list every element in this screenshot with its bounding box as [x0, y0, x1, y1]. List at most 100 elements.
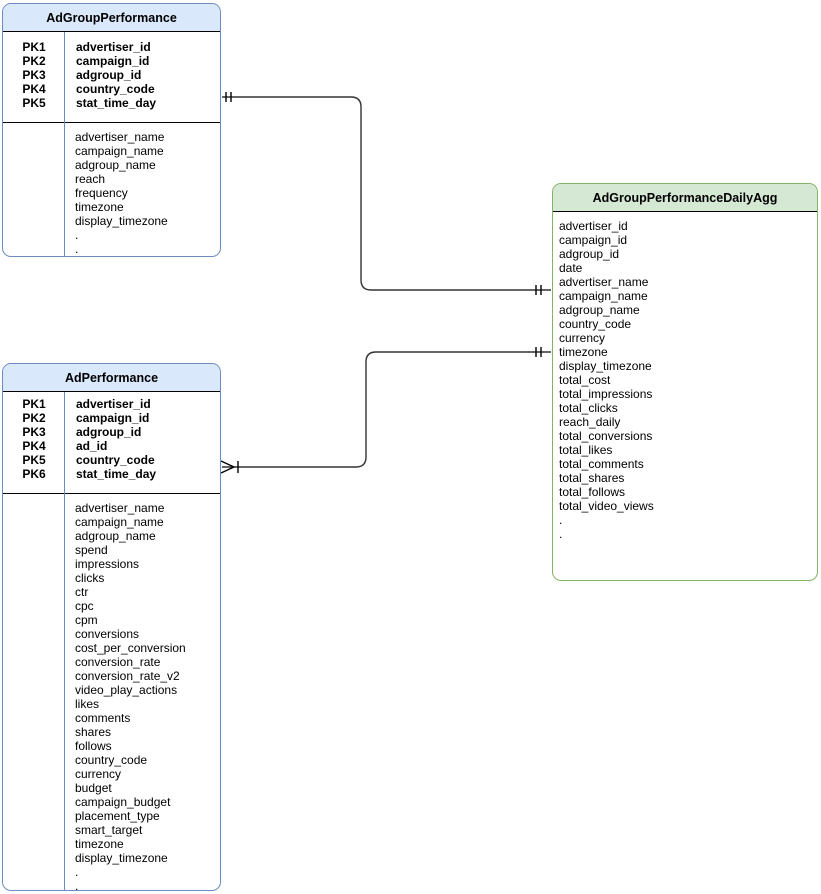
attribute-name: advertiser_name	[559, 275, 649, 289]
attribute-row: conversion_rate	[3, 655, 220, 669]
attribute-row: comments	[3, 711, 220, 725]
attribute-row: .	[3, 879, 220, 890]
primary-key-row: PK4 country_code	[3, 82, 220, 96]
attribute-row: campaign_budget	[3, 795, 220, 809]
relationship-line[interactable]	[222, 96, 551, 291]
attribute-row: display_timezone	[3, 851, 220, 865]
attribute-name: adgroup_name	[75, 158, 156, 172]
primary-key-row: PK3 adgroup_id	[3, 425, 220, 439]
attribute-row: reach	[3, 172, 220, 186]
primary-key-row: PK1 advertiser_id	[3, 40, 220, 54]
attribute-name: cpc	[75, 599, 94, 613]
attribute-row: frequency	[3, 186, 220, 200]
attribute-row: .	[3, 228, 220, 242]
attribute-section: advertiser_name campaign_name adgroup_na…	[3, 123, 220, 256]
table-title: AdGroupPerformance	[3, 4, 220, 32]
attribute-name: display_timezone	[75, 214, 168, 228]
attribute-name: spend	[75, 543, 108, 557]
attribute-row: campaign_id	[553, 233, 817, 247]
attribute-name: currency	[75, 767, 122, 781]
relationship-line[interactable]	[222, 351, 551, 468]
entity-table-adgroupperformancedailyagg[interactable]: AdGroupPerformanceDailyAgg advertiser_id…	[552, 183, 818, 581]
attribute-name: total_impressions	[559, 387, 653, 401]
attribute-row: total_video_views	[553, 499, 817, 513]
attribute-row: advertiser_id	[553, 219, 817, 233]
attribute-row: cpc	[3, 599, 220, 613]
pk-label: PK6	[22, 467, 46, 481]
pk-field-name: stat_time_day	[76, 467, 157, 481]
attribute-row: shares	[3, 725, 220, 739]
attribute-row: total_cost	[553, 373, 817, 387]
entity-table-adgroupperformance[interactable]: AdGroupPerformance PK1 advertiser_id PK2…	[2, 3, 221, 257]
cardinality-one-and-only-one-icon	[225, 92, 232, 102]
attribute-name: total_comments	[559, 457, 644, 471]
attribute-row: conversion_rate_v2	[3, 669, 220, 683]
attribute-row: total_conversions	[553, 429, 817, 443]
primary-key-row: PK2 campaign_id	[3, 411, 220, 425]
attribute-name: frequency	[75, 186, 128, 200]
attribute-row: campaign_name	[3, 144, 220, 158]
pk-label: PK1	[22, 397, 46, 411]
primary-key-row: PK2 campaign_id	[3, 54, 220, 68]
attribute-row: timezone	[3, 200, 220, 214]
primary-key-section: PK1 advertiser_id PK2 campaign_id PK3 ad…	[3, 392, 220, 481]
attribute-name: advertiser_name	[75, 130, 165, 144]
attribute-row: conversions	[3, 627, 220, 641]
attribute-name: shares	[75, 725, 112, 739]
attribute-row: display_timezone	[3, 214, 220, 228]
attribute-name: timezone	[75, 200, 124, 214]
attribute-row: advertiser_name	[3, 130, 220, 144]
attribute-row: currency	[3, 767, 220, 781]
attribute-name: country_code	[559, 317, 632, 331]
attribute-row: adgroup_name	[3, 158, 220, 172]
attribute-row: reach_daily	[553, 415, 817, 429]
attribute-row: total_comments	[553, 457, 817, 471]
attribute-row: impressions	[3, 557, 220, 571]
attribute-name: .	[75, 242, 79, 256]
pk-label: PK3	[22, 425, 46, 439]
attribute-row: placement_type	[3, 809, 220, 823]
attribute-row: spend	[3, 543, 220, 557]
attribute-name: .	[75, 228, 79, 242]
attribute-section: advertiser_name campaign_name adgroup_na…	[3, 494, 220, 890]
attribute-row: country_code	[3, 753, 220, 767]
attribute-row: adgroup_name	[3, 529, 220, 543]
relationship-adgroupperformance-to-dailyagg[interactable]	[222, 92, 551, 295]
attribute-name: follows	[75, 739, 112, 753]
attribute-name: timezone	[75, 837, 124, 851]
attribute-row: total_shares	[553, 471, 817, 485]
attribute-section: advertiser_id campaign_id adgroup_id dat…	[553, 212, 817, 541]
primary-key-row: PK5 stat_time_day	[3, 96, 220, 110]
cardinality-one-and-only-one-icon	[535, 347, 542, 357]
attribute-row: cpm	[3, 613, 220, 627]
pk-field-name: campaign_id	[76, 411, 150, 425]
attribute-row: .	[553, 513, 817, 527]
attribute-name: country_code	[75, 753, 148, 767]
attribute-name: timezone	[559, 345, 608, 359]
pk-label: PK5	[22, 96, 46, 110]
attribute-row: timezone	[3, 837, 220, 851]
relationship-adperformance-to-dailyagg[interactable]	[220, 347, 551, 474]
attribute-row: clicks	[3, 571, 220, 585]
attribute-name: display_timezone	[75, 851, 168, 865]
attribute-row: adgroup_id	[553, 247, 817, 261]
pk-field-name: advertiser_id	[76, 397, 151, 411]
attribute-name: total_cost	[559, 373, 611, 387]
attribute-name: display_timezone	[559, 359, 652, 373]
attribute-name: campaign_name	[75, 144, 164, 158]
attribute-name: .	[559, 527, 563, 541]
pk-field-name: adgroup_id	[76, 68, 142, 82]
table-title: AdGroupPerformanceDailyAgg	[553, 184, 817, 212]
table-body: PK1 advertiser_id PK2 campaign_id PK3 ad…	[3, 32, 220, 256]
pk-label: PK1	[22, 40, 46, 54]
primary-key-row: PK4 ad_id	[3, 439, 220, 453]
entity-table-adperformance[interactable]: AdPerformance PK1 advertiser_id PK2 camp…	[2, 363, 221, 891]
pk-label: PK2	[22, 411, 46, 425]
attribute-name: campaign_name	[75, 515, 164, 529]
attribute-name: total_likes	[559, 443, 613, 457]
pk-label: PK2	[22, 54, 46, 68]
attribute-name: campaign_id	[559, 233, 628, 247]
attribute-row: .	[3, 242, 220, 256]
primary-key-row: PK5 country_code	[3, 453, 220, 467]
